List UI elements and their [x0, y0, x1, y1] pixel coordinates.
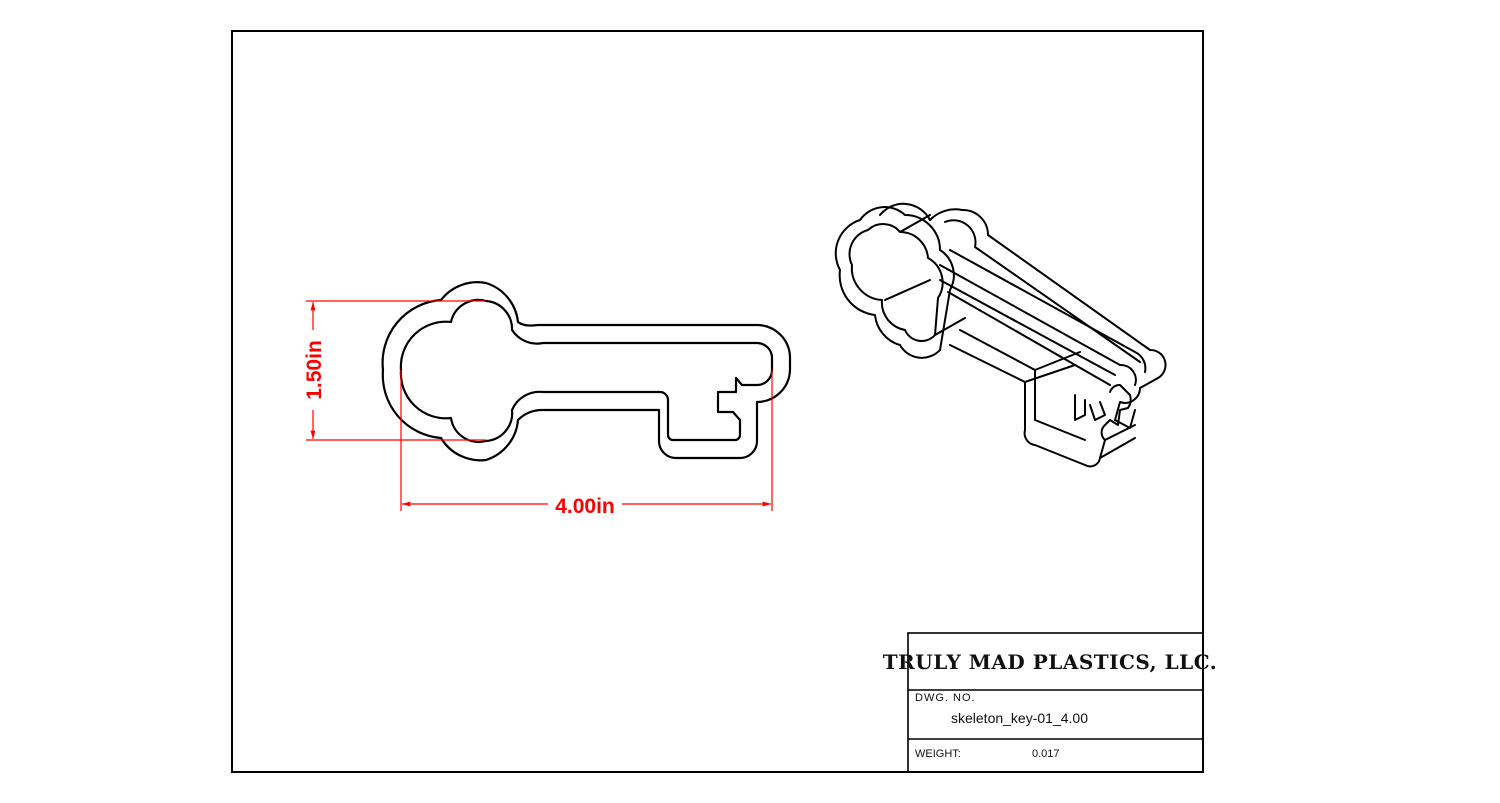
- iso-end-edge-1: [1104, 424, 1136, 441]
- iso-depth-line: [1034, 351, 1081, 371]
- iso-bit-front: [1099, 384, 1132, 459]
- iso-bit-notch: [1089, 401, 1106, 421]
- iso-depth-line-2: [1024, 364, 1076, 383]
- iso-end-cap: [1114, 387, 1141, 429]
- iso-back-outer: [961, 208, 1167, 389]
- sheet-border: [231, 30, 1204, 773]
- iso-head-depth-2: [899, 214, 931, 233]
- weight-value: 0.017: [1032, 748, 1060, 760]
- iso-front-head-outer: [834, 206, 955, 359]
- iso-shaft-bottom-inner: [959, 329, 1086, 441]
- iso-shaft-top-rail-2: [947, 291, 1111, 386]
- iso-head-depth-1: [884, 279, 931, 301]
- iso-head-depth-3: [934, 317, 966, 336]
- height-dimension-label: 1.50in: [303, 340, 326, 400]
- iso-back-head: [879, 202, 963, 221]
- title-block-frame: [907, 632, 1204, 773]
- key-inner-outline: [399, 298, 774, 444]
- iso-shaft-bottom: [949, 344, 1101, 468]
- weight-label: WEIGHT:: [915, 748, 961, 760]
- iso-shaft-top-inner: [949, 249, 1147, 373]
- iso-end-edge-2: [1099, 437, 1136, 459]
- dwg-no-value: skeleton_key-01_4.00: [951, 710, 1088, 726]
- iso-back-inner: [944, 219, 1141, 363]
- key-outer-outline: [381, 281, 792, 462]
- iso-shaft-top-outer: [939, 264, 1137, 386]
- key-isometric-view: [834, 202, 1167, 468]
- dwg-no-label: DWG. NO.: [915, 692, 976, 704]
- company-name: TRULY MAD PLASTICS, LLC.: [883, 650, 1217, 674]
- dimensions: [306, 300, 773, 511]
- iso-front-head-inner: [848, 223, 944, 342]
- title-block: [907, 632, 1204, 773]
- width-dimension-label: 4.00in: [555, 495, 615, 518]
- iso-bit-slot: [1074, 394, 1086, 421]
- iso-shaft-top-rail: [939, 279, 1116, 376]
- key-top-view: [381, 281, 792, 462]
